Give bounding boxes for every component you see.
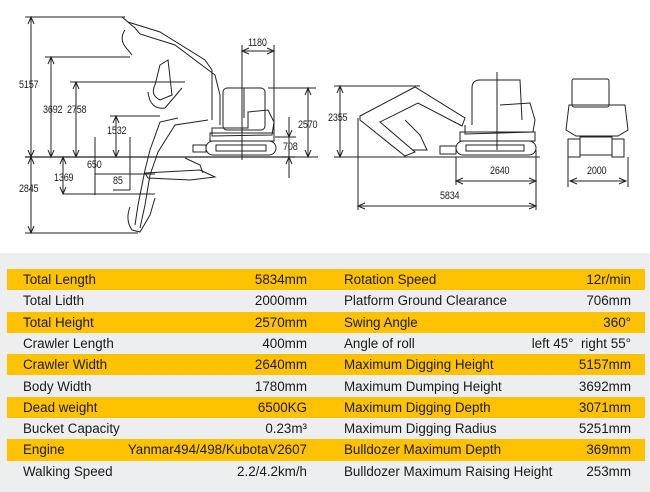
spec-label: Bucket Capacity bbox=[23, 421, 120, 437]
spec-label: Engine bbox=[23, 442, 65, 458]
spec-value: Yanmar494/498/KubotaV2607 bbox=[127, 442, 307, 458]
spec-row: Total Length 5834mm Rotation Speed 12r/m… bbox=[7, 269, 645, 291]
spec-label: Platform Ground Clearance bbox=[344, 293, 507, 309]
spec-value: 2570mm bbox=[254, 314, 307, 330]
dim-total-height: 2570 bbox=[298, 119, 318, 131]
spec-value: 253mm bbox=[586, 463, 631, 479]
spec-value: 5834mm bbox=[254, 272, 307, 287]
spec-table: Total Length 5834mm Rotation Speed 12r/m… bbox=[0, 253, 650, 492]
spec-value: 3692mm bbox=[578, 378, 631, 394]
spec-row: Walking Speed 2.2/4.2km/h Bulldozer Maxi… bbox=[7, 461, 645, 482]
excavator-dimension-drawing: 5157 3692 2758 1532 650 1369 85 2845 118… bbox=[19, 15, 629, 235]
dim-85: 85 bbox=[113, 175, 123, 187]
spec-value: 12r/min bbox=[586, 272, 631, 287]
spec-row: Engine Yanmar494/498/KubotaV2607 Bulldoz… bbox=[7, 439, 645, 461]
spec-label: Body Width bbox=[23, 378, 92, 394]
spec-label: Bulldozer Maximum Raising Height bbox=[344, 463, 553, 479]
spec-label: Dead weight bbox=[23, 399, 98, 415]
spec-label: Maximum Digging Height bbox=[344, 357, 494, 373]
dim-650: 650 bbox=[87, 159, 102, 171]
spec-label: Walking Speed bbox=[23, 463, 113, 479]
dim-1532: 1532 bbox=[107, 125, 127, 137]
spec-row: Dead weight 6500KG Maximum Digging Depth… bbox=[7, 396, 645, 419]
dim-total-width: 2000 bbox=[587, 165, 607, 177]
dim-max-digging-height: 5157 bbox=[19, 79, 39, 91]
spec-row: Total Lidth 2000mm Platform Ground Clear… bbox=[7, 290, 645, 311]
spec-value: 400mm bbox=[262, 335, 307, 351]
spec-value: 706mm bbox=[586, 293, 631, 309]
spec-row: Crawler Width 2640mm Maximum Digging Hei… bbox=[7, 354, 645, 376]
dim-2758: 2758 bbox=[67, 104, 87, 116]
spec-value: 2000mm bbox=[254, 293, 307, 309]
spec-label: Bulldozer Maximum Depth bbox=[344, 442, 502, 458]
spec-value: 6500KG bbox=[257, 399, 307, 415]
dim-max-dumping-height: 3692 bbox=[43, 104, 63, 116]
dim-max-digging-depth: 2845 bbox=[19, 183, 39, 195]
spec-row: Body Width 1780mm Maximum Dumping Height… bbox=[7, 376, 645, 397]
dim-total-length: 5834 bbox=[440, 190, 460, 202]
spec-label: Maximum Dumping Height bbox=[344, 378, 502, 394]
dim-transport-height: 2355 bbox=[328, 112, 348, 124]
spec-label: Angle of roll bbox=[344, 335, 415, 351]
spec-label: Crawler Length bbox=[23, 335, 114, 351]
spec-value: 3071mm bbox=[578, 399, 631, 415]
spec-row: Total Height 2570mm Swing Angle 360° bbox=[7, 311, 645, 333]
spec-value: 360° bbox=[603, 314, 631, 330]
spec-value: 1780mm bbox=[254, 378, 307, 394]
spec-label: Crawler Width bbox=[23, 357, 108, 373]
spec-value: 2.2/4.2km/h bbox=[237, 463, 307, 479]
dim-ground-clearance: 708 bbox=[283, 141, 298, 153]
spec-label: Total Lidth bbox=[23, 293, 85, 309]
dim-tail-radius: 1180 bbox=[248, 37, 267, 49]
dim-crawler-length: 2640 bbox=[490, 165, 510, 177]
spec-label: Maximum Digging Radius bbox=[344, 421, 497, 437]
spec-label: Total Height bbox=[23, 314, 94, 330]
spec-value: 369mm bbox=[586, 442, 631, 458]
spec-value: 0.23m³ bbox=[265, 421, 307, 437]
spec-label: Maximum Digging Depth bbox=[344, 399, 491, 415]
spec-value: 5157mm bbox=[578, 357, 631, 373]
spec-row: Crawler Length 400mm Angle of roll left … bbox=[7, 333, 645, 354]
excavator-line-drawing bbox=[25, 15, 629, 235]
spec-value: 2640mm bbox=[254, 357, 307, 373]
spec-label: Rotation Speed bbox=[344, 272, 437, 287]
spec-label: Total Length bbox=[23, 272, 96, 287]
spec-value: 5251mm bbox=[578, 421, 631, 437]
spec-row: Bucket Capacity 0.23m³ Maximum Digging R… bbox=[7, 418, 645, 439]
spec-label: Swing Angle bbox=[344, 314, 418, 330]
dim-1369: 1369 bbox=[54, 172, 74, 184]
spec-value: left 45° right 55° bbox=[531, 335, 631, 351]
